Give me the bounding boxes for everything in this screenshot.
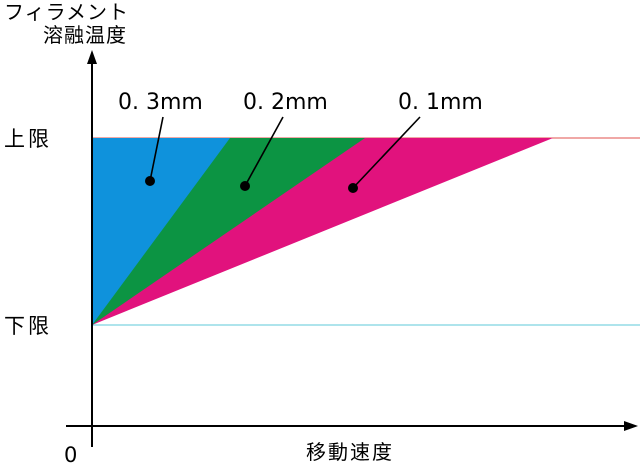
region-label-0-3mm: 0. 3mm — [118, 90, 203, 115]
lower-limit-label: 下限 — [4, 314, 52, 338]
marker-dot-0-1mm — [348, 183, 358, 193]
y-axis-title-line1: フィラメント — [4, 0, 129, 24]
origin-label: 0 — [64, 443, 77, 464]
marker-dot-0-2mm — [240, 181, 250, 191]
leader-line-0-1mm — [352, 116, 421, 189]
x-axis-arrow-icon — [624, 421, 638, 431]
region-label-0-2mm: 0. 2mm — [243, 90, 328, 115]
y-axis-title-line2: 溶融温度 — [43, 23, 127, 47]
marker-dot-0-3mm — [145, 176, 155, 186]
leader-line-0-3mm — [149, 116, 164, 182]
region-0-3mm — [92, 138, 230, 325]
region-label-0-1mm: 0. 1mm — [398, 90, 483, 115]
leader-line-0-2mm — [244, 116, 284, 187]
upper-limit-label: 上限 — [4, 127, 52, 151]
x-axis-title: 移動速度 — [306, 440, 394, 464]
y-axis-arrow-icon — [87, 50, 97, 64]
